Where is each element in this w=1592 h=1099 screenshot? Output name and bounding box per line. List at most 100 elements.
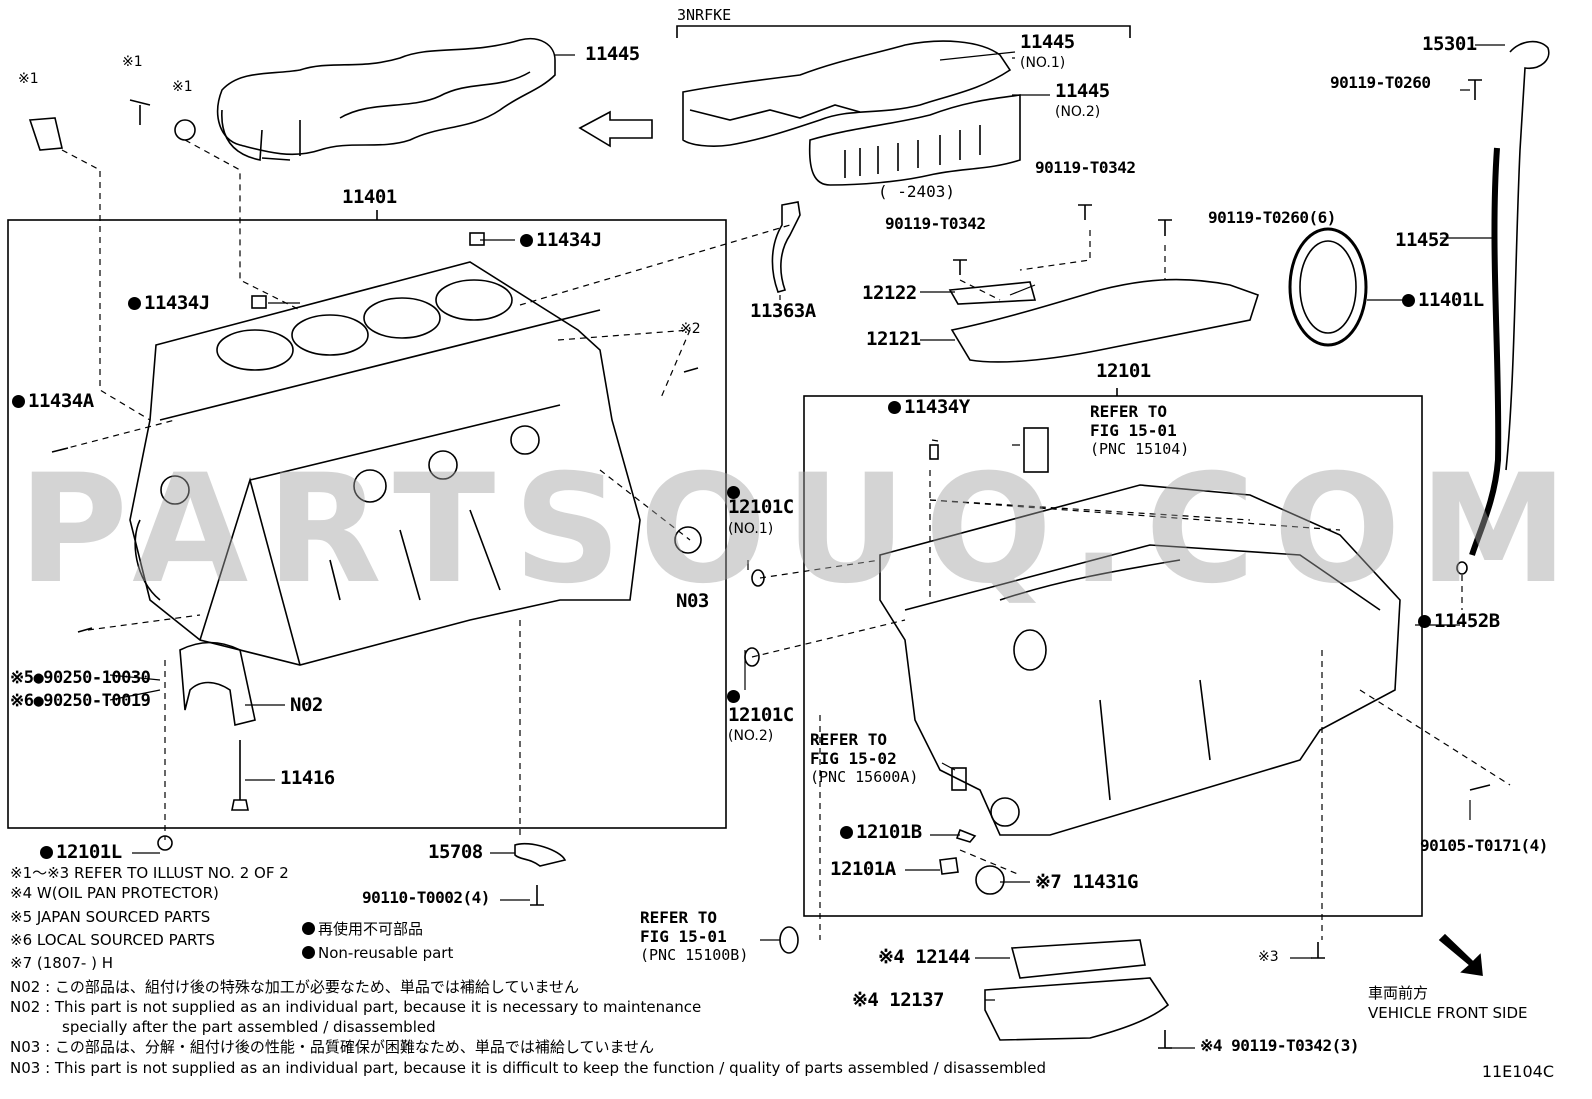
bearing-cap-N02 xyxy=(179,641,256,726)
part-label-12122[interactable]: 12122 xyxy=(862,282,917,304)
footnote-1: N02 : この部品は、組付け後の特殊な加工が必要なため、単品では補給していませ… xyxy=(10,978,580,996)
refer-fig-15-01-b[interactable]: REFER TO FIG 15-01 (PNC 15100B) xyxy=(640,908,748,964)
note-2: ※4 W(OIL PAN PROTECTOR) xyxy=(10,884,219,902)
cylinder-block-group-box xyxy=(7,219,727,829)
refer-line-3: (PNC 15600A) xyxy=(810,768,919,787)
refer-fig-15-02[interactable]: REFER TO FIG 15-02 (PNC 15600A) xyxy=(810,730,918,786)
footnote-3: specially after the part assembled / dis… xyxy=(62,1018,436,1036)
part-label-90119-T0342-3[interactable]: ※4 90119-T0342(3) xyxy=(1200,1036,1360,1055)
part-label-11401[interactable]: 11401 xyxy=(342,186,397,208)
part-label-90110-T0002[interactable]: 90110-T0002(4) xyxy=(362,888,490,907)
plug-11431G xyxy=(975,865,1005,895)
note-marker-1a: ※1 xyxy=(18,71,39,87)
part-label-12121[interactable]: 12121 xyxy=(866,328,921,350)
footnote-5: N03 : This part is not supplied as an in… xyxy=(10,1059,1047,1077)
pin-11434J-b xyxy=(251,295,267,309)
part-label-11416[interactable]: 11416 xyxy=(280,767,335,789)
part-label-N02[interactable]: N02 xyxy=(290,694,323,716)
part-sub-no2: (NO.2) xyxy=(1055,104,1101,120)
part-label-12101C-no2[interactable]: 12101C xyxy=(728,704,794,726)
oil-level-gauge-guide-11452 xyxy=(1469,147,1502,556)
oil-pan-12101 xyxy=(879,484,1401,836)
plug-N03 xyxy=(674,526,702,554)
part-label-N03[interactable]: N03 xyxy=(676,590,709,612)
part-sub-no1: (NO.1) xyxy=(1020,55,1066,71)
oil-level-gauge-15301 xyxy=(1505,40,1550,471)
part-label-11434J-b[interactable]: 11434J xyxy=(128,294,210,313)
part-label-12101A[interactable]: 12101A xyxy=(830,858,896,880)
refer-line-2: FIG 15-02 xyxy=(810,749,897,769)
sensor-part-icon xyxy=(28,117,63,151)
watermark: PARTSOUQ.COM xyxy=(18,443,1587,617)
refer-line-3: (PNC 15100B) xyxy=(640,946,749,965)
figure-code: 11E104C xyxy=(1481,1062,1554,1081)
part-label-11434Y[interactable]: 11434Y xyxy=(888,398,970,417)
refer-fig-15-01-a[interactable]: REFER TO FIG 15-01 (PNC 15104) xyxy=(1090,402,1189,458)
oil-nozzle-15708 xyxy=(514,842,567,867)
part-label-90250-10030[interactable]: ※5●90250-10030 xyxy=(10,668,151,688)
part-label-90119-T0260[interactable]: 90119-T0260 xyxy=(1330,73,1431,92)
drain-plug-12101A xyxy=(939,857,959,875)
part-label-90105-T0171[interactable]: 90105-T0171(4) xyxy=(1420,836,1548,855)
part-label-12137[interactable]: ※4 12137 xyxy=(852,989,945,1011)
part-label-90119-T0342-b[interactable]: 90119-T0342 xyxy=(1035,158,1136,177)
variant-label: 3NRFKE xyxy=(677,6,732,24)
footnote-4: N03 : この部品は、分解・組付け後の性能・品質確保が困難なため、単品では補給… xyxy=(10,1038,655,1056)
part-label-11431G[interactable]: ※7 11431G xyxy=(1035,871,1138,893)
legend-en: Non-reusable part xyxy=(302,946,453,961)
gasket-12101B xyxy=(955,828,977,843)
oil-pan-insulator-no2 xyxy=(808,94,1021,186)
part-label-11452[interactable]: 11452 xyxy=(1395,229,1450,251)
part-label-11363A[interactable]: 11363A xyxy=(750,300,816,322)
oil-pan-insulator-no1 xyxy=(682,40,1012,147)
legend-jp: 再使用不可部品 xyxy=(302,922,423,937)
refer-line-1: REFER TO xyxy=(640,908,718,927)
protector-12137 xyxy=(984,977,1170,1041)
part-label-11445-no1[interactable]: 11445 xyxy=(1020,31,1075,53)
pin-11434Y xyxy=(929,444,939,460)
note-4: ※6 LOCAL SOURCED PARTS xyxy=(10,931,215,949)
note-5: ※7 (1807- ) H xyxy=(10,954,113,972)
part-label-11445-no2[interactable]: 11445 xyxy=(1055,80,1110,102)
oil-pan-group-box xyxy=(803,395,1423,917)
arrow-left-icon xyxy=(578,110,653,148)
non-reusable-dot-a xyxy=(727,486,740,499)
note-marker-1b: ※1 xyxy=(122,54,143,70)
leader-dashed-lines xyxy=(59,139,1511,940)
note-1: ※1～※3 REFER TO ILLUST NO. 2 OF 2 xyxy=(10,864,289,882)
part-label-12101B[interactable]: 12101B xyxy=(840,823,922,842)
oil-filter-ref xyxy=(951,767,967,791)
front-direction-arrow-icon xyxy=(1438,933,1483,976)
part-sub-12101C-no1: (NO.1) xyxy=(728,521,774,537)
part-label-12144[interactable]: ※4 12144 xyxy=(878,946,971,968)
protector-12144 xyxy=(1010,939,1146,979)
stiffener-12121 xyxy=(950,278,1259,363)
stiffener-12122 xyxy=(948,281,1037,305)
part-label-11452B[interactable]: 11452B xyxy=(1418,612,1500,631)
bolt-11416 xyxy=(231,740,249,811)
part-label-12101[interactable]: 12101 xyxy=(1096,360,1151,382)
part-label-11401L[interactable]: 11401L xyxy=(1402,291,1484,310)
part-label-12101L[interactable]: 12101L xyxy=(40,843,122,862)
note-3: ※5 JAPAN SOURCED PARTS xyxy=(10,908,211,926)
strainer-ref-15104 xyxy=(1023,427,1049,473)
note-marker-2: ※2 xyxy=(680,321,701,337)
part-label-12101C-no1[interactable]: 12101C xyxy=(728,496,794,518)
cylinder-block-11401 xyxy=(129,261,641,666)
part-label-15708[interactable]: 15708 xyxy=(428,841,483,863)
part-label-90119-T0260-6[interactable]: 90119-T0260(6) xyxy=(1208,208,1336,227)
part-label-90119-T0342-a[interactable]: 90119-T0342 xyxy=(885,214,986,233)
date-range-2403: ( -2403) xyxy=(878,182,956,201)
part-label-90250-T0019[interactable]: ※6●90250-T0019 xyxy=(10,691,151,711)
part-label-11434A[interactable]: 11434A xyxy=(12,392,94,411)
refer-line-2: FIG 15-01 xyxy=(1090,421,1177,441)
refer-line-1: REFER TO xyxy=(810,730,888,749)
part-label-15301[interactable]: 15301 xyxy=(1422,33,1477,55)
refer-line-3: (PNC 15104) xyxy=(1090,440,1190,459)
part-label-11445[interactable]: 11445 xyxy=(585,43,640,65)
direction-jp: 車両前方 xyxy=(1368,984,1429,1002)
part-sub-12101C-no2: (NO.2) xyxy=(728,728,774,744)
note-marker-3: ※3 xyxy=(1258,949,1279,965)
part-label-11434J-a[interactable]: 11434J xyxy=(520,231,602,250)
